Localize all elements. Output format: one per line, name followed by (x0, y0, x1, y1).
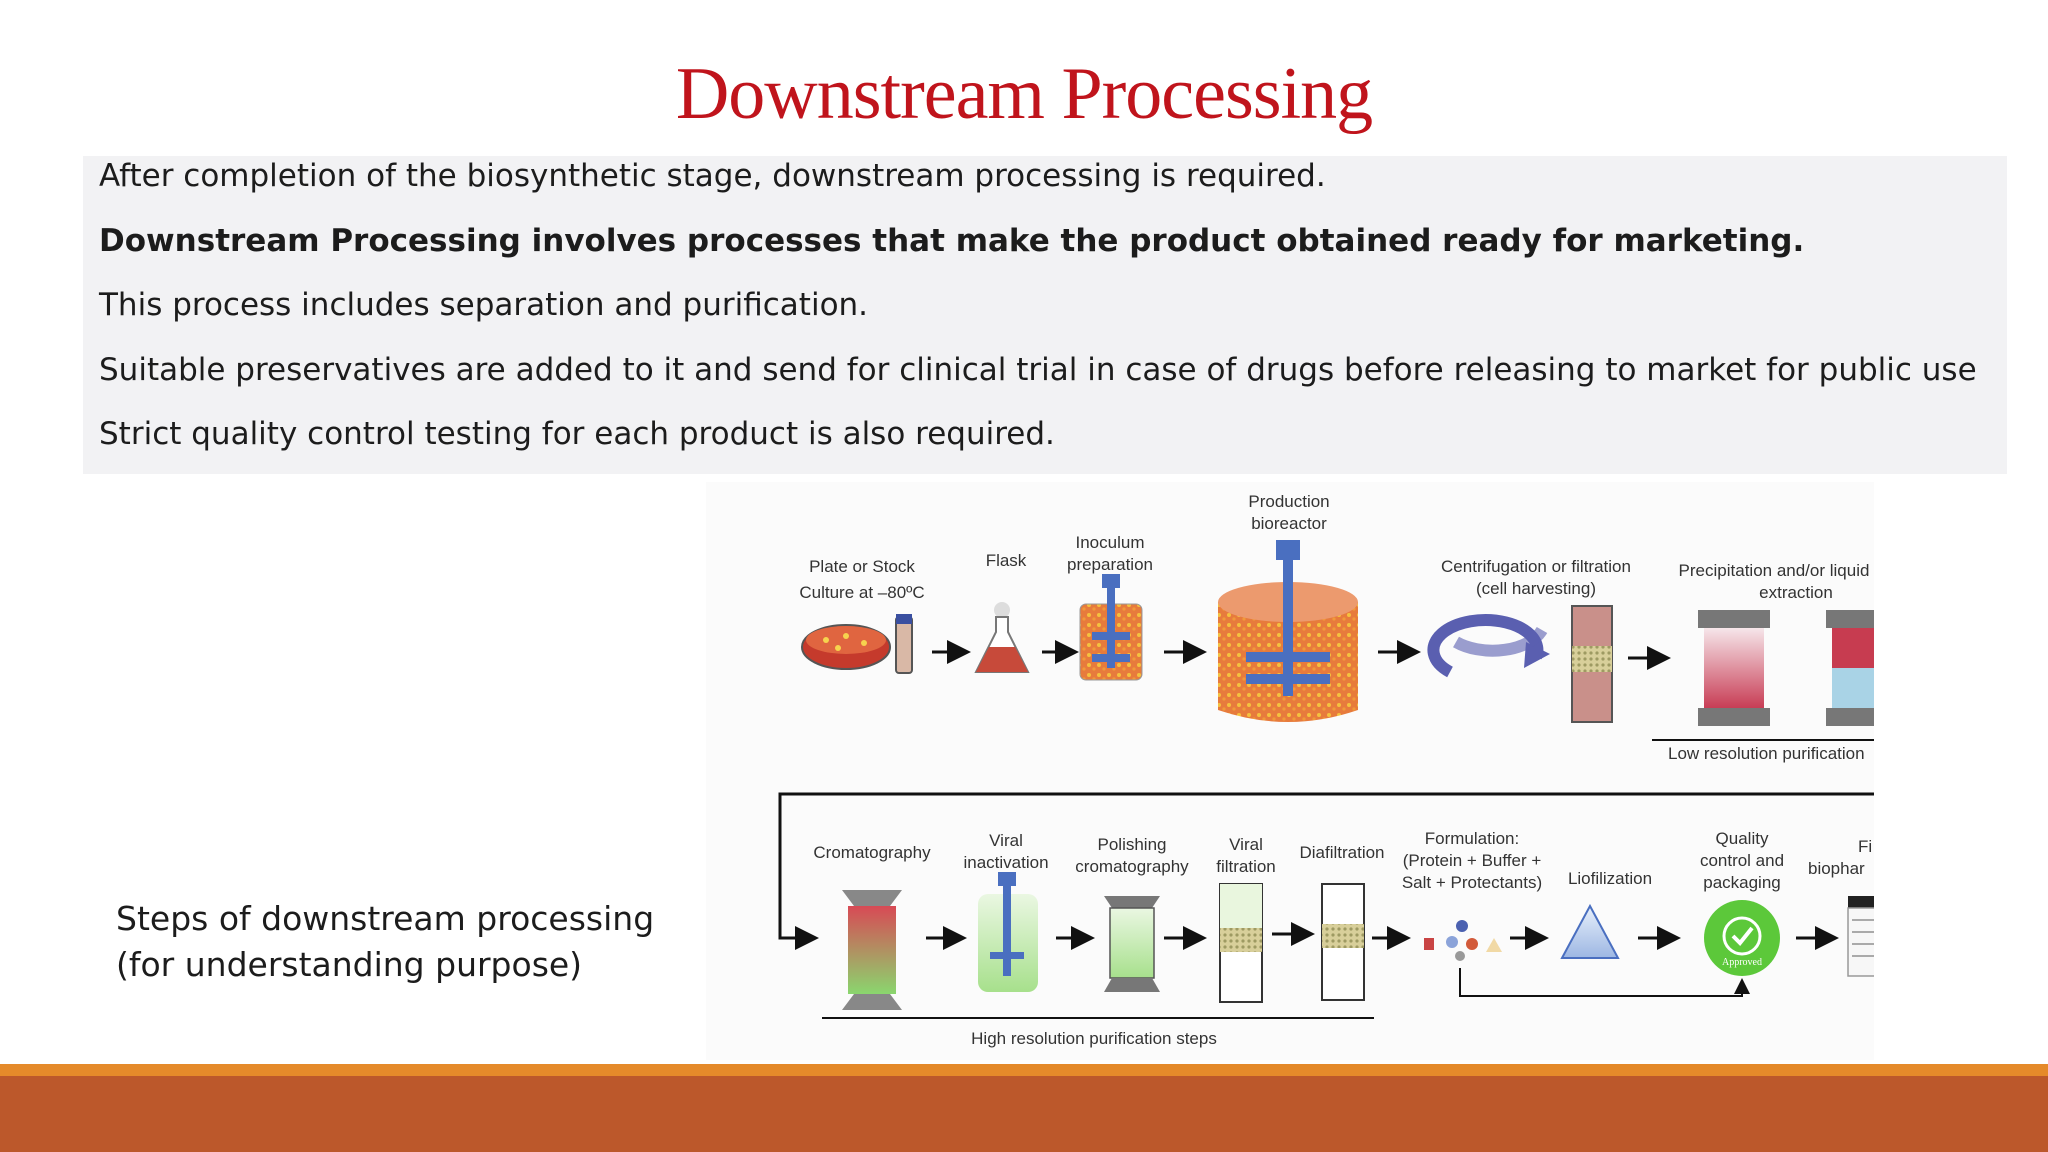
production-label-1: Production (1248, 492, 1329, 511)
viral-filter-icon (1219, 883, 1263, 1003)
approved-seal-text: Approved (1722, 957, 1762, 968)
liofilization-triangle-icon (1560, 903, 1620, 959)
centrifuge-cycle-icon (1427, 614, 1550, 678)
viral-filtration-label-1: Viral (1229, 835, 1263, 854)
final-label-2: biophar (1808, 859, 1865, 878)
footer-rust-band (0, 1076, 2048, 1152)
extraction-tube-icon (1826, 610, 1874, 726)
filter-column-icon (1571, 605, 1613, 723)
final-label-1: Fi (1858, 837, 1872, 856)
inoculum-label-1: Inoculum (1076, 533, 1145, 552)
precipitation-tube-icon (1698, 610, 1770, 726)
diafiltration-filter-icon (1321, 883, 1365, 1001)
body-line-3: This process includes separation and pur… (99, 287, 869, 323)
footer-orange-stripe (0, 1064, 2048, 1076)
centrifugation-label-2: (cell harvesting) (1476, 579, 1596, 598)
viral-inactivation-label-2: inactivation (963, 853, 1048, 872)
cromatography-label: Cromatography (813, 843, 931, 862)
stock-vial-icon (895, 614, 913, 674)
slide-title: Downstream Processing (675, 53, 1373, 135)
formulation-molecules-icon (1424, 920, 1502, 961)
polishing-label-2: cromatography (1075, 857, 1189, 876)
quality-label-1: Quality (1716, 829, 1769, 848)
inoculum-label-2: preparation (1067, 555, 1153, 574)
body-line-5: Strict quality control testing for each … (99, 416, 1055, 452)
precipitation-label-1: Precipitation and/or liquid (1679, 561, 1870, 580)
formulation-label-2: (Protein + Buffer + (1403, 851, 1542, 870)
flask-icon (974, 602, 1030, 673)
production-bioreactor-icon (1218, 540, 1358, 722)
viral-filtration-label-2: filtration (1216, 857, 1276, 876)
low-resolution-label: Low resolution purification (1668, 744, 1865, 763)
polishing-column-icon (1104, 896, 1160, 992)
polishing-label-1: Polishing (1098, 835, 1167, 854)
final-product-vial-icon (1847, 896, 1874, 977)
plate-label-1: Plate or Stock (809, 557, 915, 576)
high-resolution-label: High resolution purification steps (971, 1029, 1217, 1048)
content-text-box (83, 156, 2007, 474)
production-label-2: bioreactor (1251, 514, 1327, 533)
body-line-4: Suitable preservatives are added to it a… (99, 352, 1977, 388)
chromatography-column-icon (842, 890, 902, 1010)
formulation-label-1: Formulation: (1425, 829, 1519, 848)
diafiltration-label: Diafiltration (1299, 843, 1384, 862)
plate-label-2: Culture at –80ºC (799, 583, 924, 602)
liofilization-label: Liofilization (1568, 869, 1652, 888)
approved-seal-icon: Approved (1704, 900, 1780, 976)
viral-inactivation-vessel-icon (978, 872, 1038, 992)
viral-inactivation-label-1: Viral (989, 831, 1023, 850)
caption-line-1: Steps of downstream processing (116, 899, 655, 938)
flask-label: Flask (986, 551, 1027, 570)
inoculum-vessel-icon (1079, 574, 1143, 681)
figure-caption: Steps of downstream processing (for unde… (116, 896, 654, 988)
petri-dish-icon (801, 624, 891, 670)
quality-label-3: packaging (1703, 873, 1781, 892)
precipitation-label-2: extraction (1759, 583, 1833, 602)
downstream-process-diagram: Plate or Stock Culture at –80ºC Flask In… (706, 482, 1874, 1060)
formulation-label-3: Salt + Protectants) (1402, 873, 1542, 892)
body-line-2-bold: Downstream Processing involves processes… (99, 223, 1805, 259)
caption-line-2: (for understanding purpose) (116, 945, 583, 984)
body-line-1: After completion of the biosynthetic sta… (99, 158, 1326, 194)
centrifugation-label-1: Centrifugation or filtration (1441, 557, 1631, 576)
quality-label-2: control and (1700, 851, 1784, 870)
